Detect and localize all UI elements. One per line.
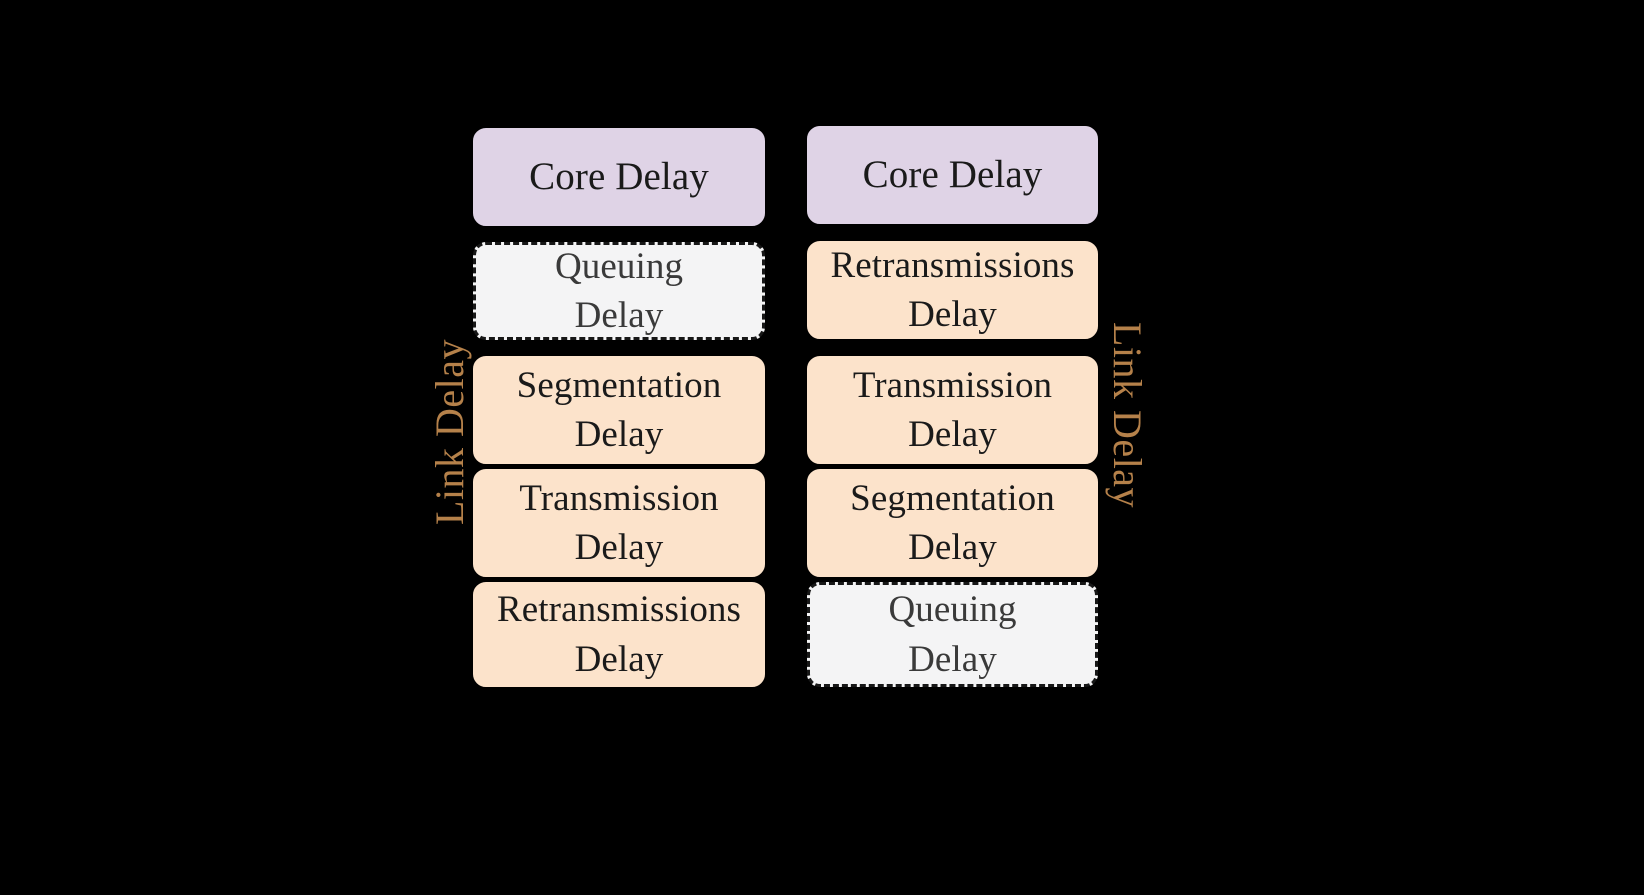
box-right-segmentation-delay[interactable]: Segmentation Delay bbox=[807, 469, 1098, 577]
box-left-retransmissions-delay[interactable]: Retransmissions Delay bbox=[473, 582, 765, 687]
box-right-core-delay[interactable]: Core Delay bbox=[807, 126, 1098, 224]
left-delay-stack: Core Delay Queuing Delay Segmentation De… bbox=[473, 128, 765, 687]
side-label-right-link-delay: Link Delay bbox=[1105, 322, 1150, 509]
box-right-retransmissions-delay[interactable]: Retransmissions Delay bbox=[807, 241, 1098, 339]
box-left-core-delay[interactable]: Core Delay bbox=[473, 128, 765, 226]
right-delay-stack: Core Delay Retransmissions Delay Transmi… bbox=[807, 126, 1098, 687]
side-label-left-link-delay: Link Delay bbox=[427, 338, 472, 525]
box-right-transmission-delay[interactable]: Transmission Delay bbox=[807, 356, 1098, 464]
box-left-queuing-delay[interactable]: Queuing Delay bbox=[473, 242, 765, 340]
box-left-transmission-delay[interactable]: Transmission Delay bbox=[473, 469, 765, 577]
box-left-segmentation-delay[interactable]: Segmentation Delay bbox=[473, 356, 765, 464]
box-right-queuing-delay[interactable]: Queuing Delay bbox=[807, 582, 1098, 687]
